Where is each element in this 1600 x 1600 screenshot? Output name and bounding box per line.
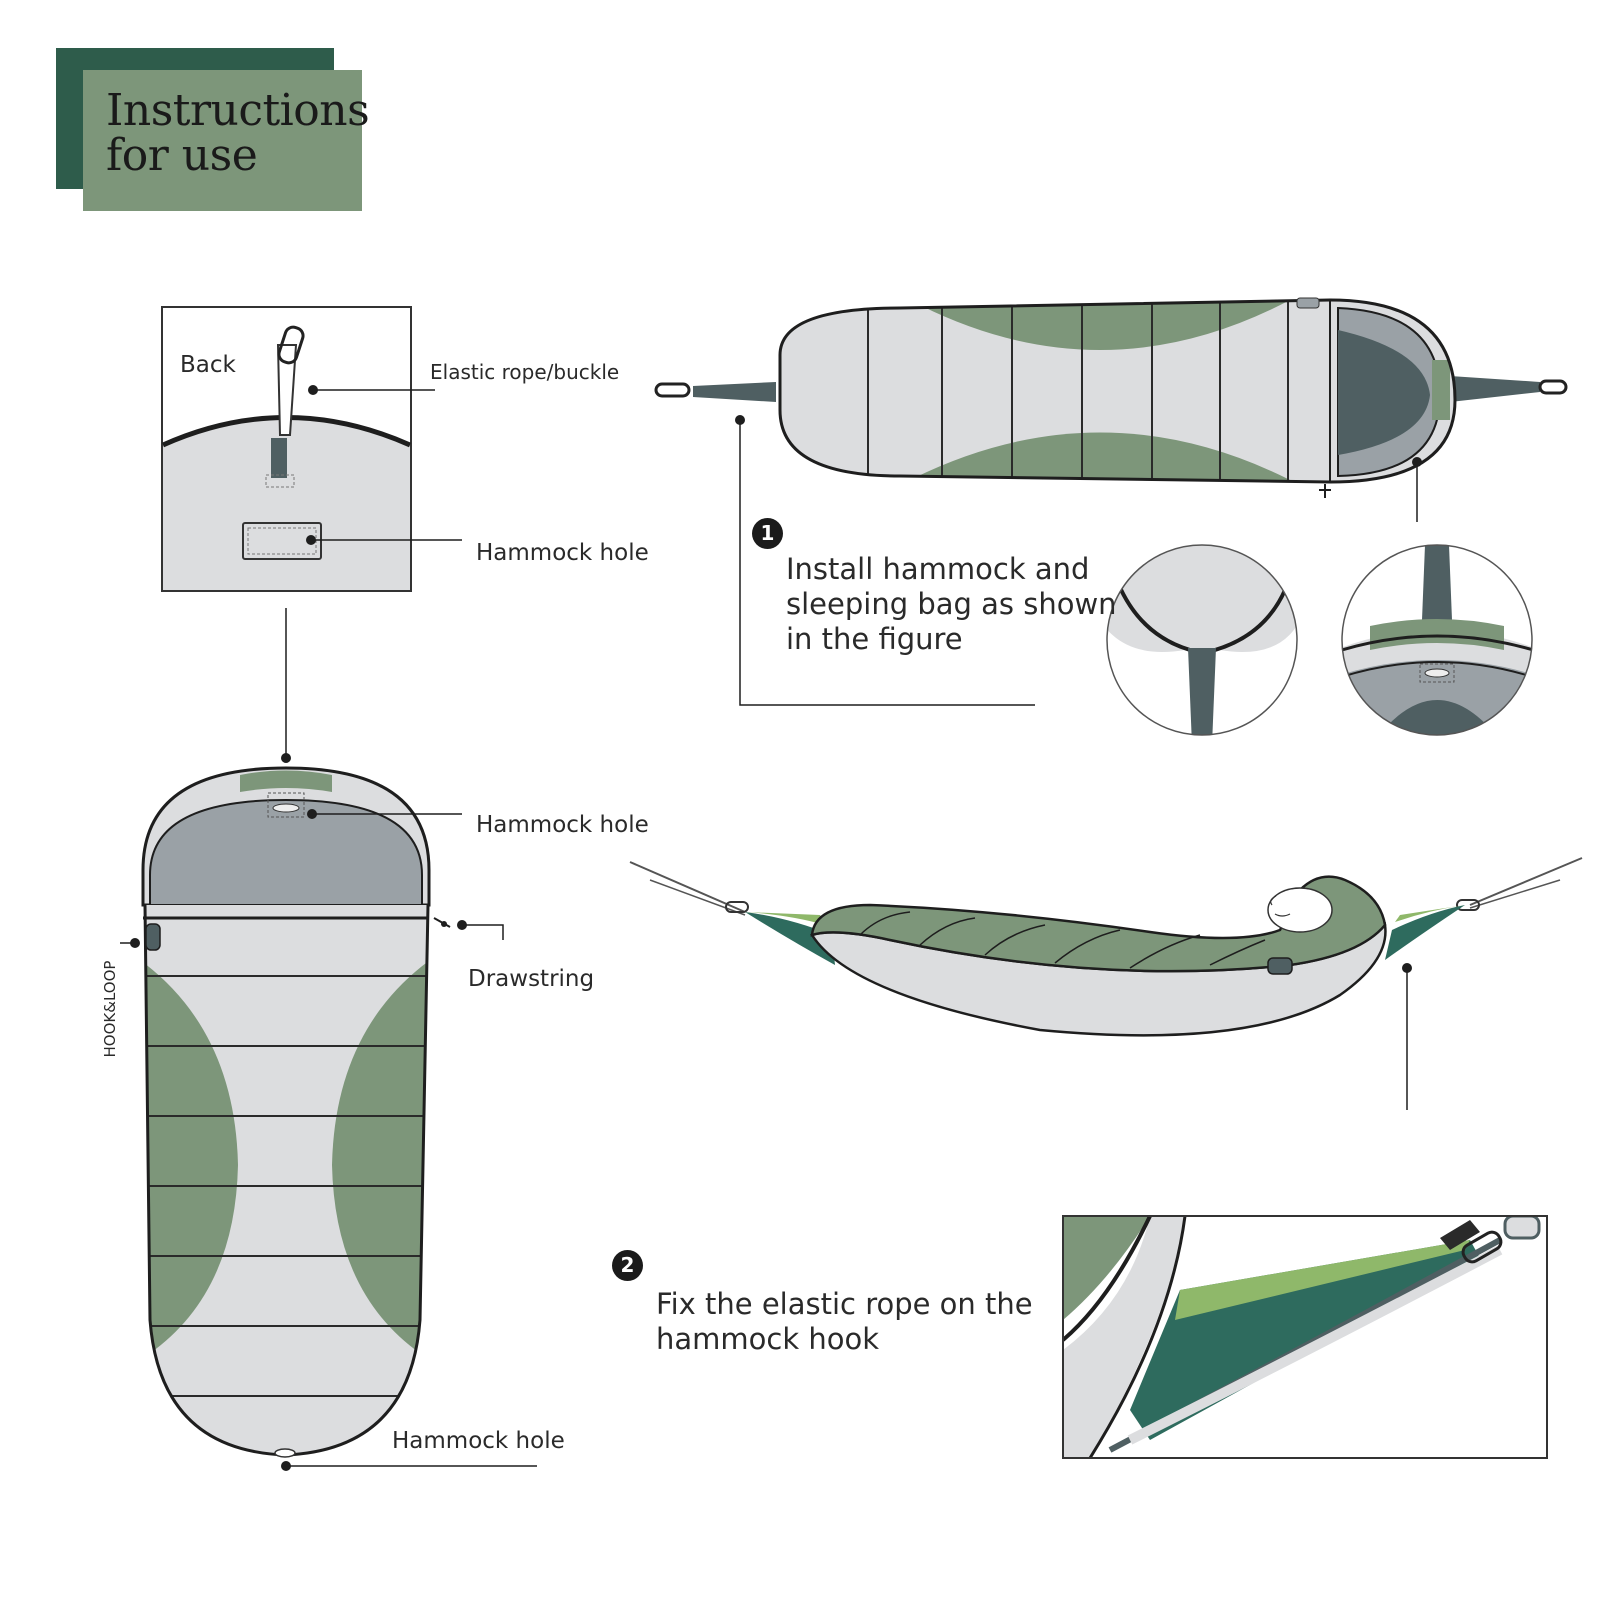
step-2-badge: 2 [612,1250,643,1281]
step-1-badge: 1 [752,518,783,549]
elastic-rope-label: Elastic rope/buckle [430,360,620,384]
hammock-top-view [654,297,1568,498]
hammock-hole-label-foot: Hammock hole [392,1428,565,1454]
drawstring-label: Drawstring [468,966,595,992]
step-2-text: Fix the elastic rope on the hammock hook [656,1287,1033,1356]
title-block [83,70,362,211]
hammock-hole-label-hood: Hammock hole [476,812,649,838]
back-detail-box [161,306,412,592]
hammock-hole-label-back: Hammock hole [476,540,649,566]
hook-detail-box [1062,1215,1548,1459]
sleeping-bag-front [141,766,451,1458]
detail-circle-right [1341,544,1533,736]
hammock-side-view [629,857,1583,1037]
back-label: Back [180,352,236,378]
detail-circle-left [1106,544,1298,736]
page-title: Instructions for use [106,85,370,181]
step-1-text: Install hammock and sleeping bag as show… [786,552,1117,656]
hook-loop-label: HOOK&LOOP [101,960,119,1058]
